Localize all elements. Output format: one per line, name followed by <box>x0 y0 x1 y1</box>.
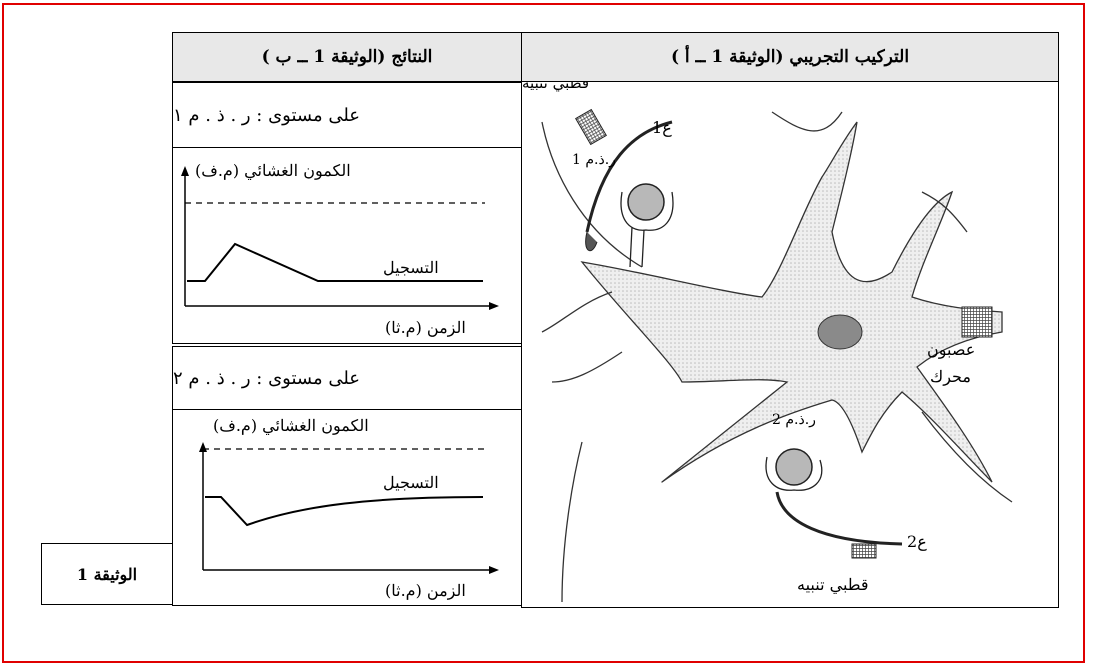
dendrite-bottom-left <box>562 442 582 602</box>
stim-electrode-bottom-label: قطبي تنبيه <box>797 575 869 594</box>
synaptic-knob-1 <box>628 184 664 220</box>
graph1-x-arrow <box>489 302 499 310</box>
axon-n1-terminal <box>586 232 597 251</box>
graph2-cell: الكمون الغشائي (م.ف) التسجيل الزمن (م.ثا… <box>172 409 522 606</box>
graph2-curve-label: التسجيل <box>383 473 439 492</box>
setup-title: التركيب التجريبي (الوثيقة 1 ــ أ ) <box>671 47 909 67</box>
graph2-recording-curve <box>205 497 483 525</box>
stim-electrode-top-label: قطبي تنبيه <box>522 81 589 92</box>
results-title: النتائج (الوثيقة 1 ــ ب ) <box>262 47 433 67</box>
dendrite-left-mid <box>542 292 612 332</box>
level1-label-cell: على مستوى : ر . ذ . م ١ <box>172 82 522 148</box>
motor-neuron-label-1: عصبون <box>927 340 975 359</box>
level2-label: على مستوى : ر . ذ . م ٢ <box>173 368 360 389</box>
dendrite-left-low <box>552 352 622 382</box>
results-header: النتائج (الوثيقة 1 ــ ب ) <box>172 32 522 82</box>
graph1-curve-label: التسجيل <box>383 258 439 277</box>
motor-neuron-axon-icon <box>962 307 992 337</box>
graph1-y-arrow <box>181 166 189 176</box>
synapse2-label: ر.ذ.م 2 <box>772 412 816 428</box>
stim-electrode-top-icon <box>576 110 607 145</box>
setup-header: التركيب التجريبي (الوثيقة 1 ــ أ ) <box>521 32 1059 82</box>
stim-electrode-bottom-icon <box>852 544 876 558</box>
setup-diagram-cell: قطبي تنبيه ع1 ر.ذ.م 1 عصبون محرك ر.ذ.م 2… <box>521 81 1059 608</box>
graph1-cell: الكمون الغشائي (م.ف) التسجيل الزمن (م.ثا… <box>172 147 522 344</box>
axon-n2 <box>777 492 902 544</box>
graph2-xlabel: الزمن (م.ثا) <box>385 581 466 600</box>
graph1-xlabel: الزمن (م.ثا) <box>385 318 466 337</box>
graph2-y-arrow <box>199 442 207 452</box>
level1-label: على مستوى : ر . ذ . م ١ <box>173 105 360 126</box>
graph2-ylabel: الكمون الغشائي (م.ف) <box>213 416 369 435</box>
synaptic-knob-2 <box>776 449 812 485</box>
dendrite-top <box>772 112 842 131</box>
graph2 <box>173 410 523 607</box>
dendrite-bottom-right <box>922 412 1012 502</box>
neuron2-label: ع2 <box>907 532 927 551</box>
document-label-cell: الوثيقة 1 <box>41 543 173 605</box>
graph2-x-arrow <box>489 566 499 574</box>
neuron-soma <box>582 122 1002 482</box>
document-label: الوثيقة 1 <box>77 565 137 584</box>
neuron1-label: ع1 <box>652 118 672 137</box>
neuron-nucleus <box>818 315 862 349</box>
level2-label-cell: على مستوى : ر . ذ . م ٢ <box>172 346 522 410</box>
motor-neuron-label-2: محرك <box>930 367 971 386</box>
synapse1-label: ر.ذ.م 1 <box>572 152 616 168</box>
graph1-ylabel: الكمون الغشائي (م.ف) <box>195 161 351 180</box>
